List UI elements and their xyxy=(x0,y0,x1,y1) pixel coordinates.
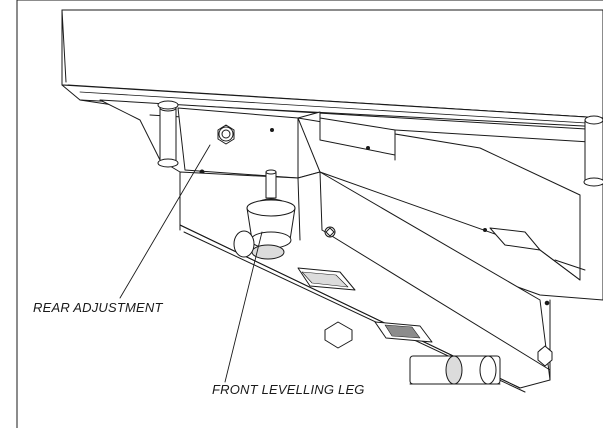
slide-rail xyxy=(297,117,586,306)
appliance-body xyxy=(61,9,603,128)
right-mounting-post xyxy=(583,115,603,187)
rear-adjustment-label: REAR ADJUSTMENT xyxy=(33,300,163,315)
rear-wheel xyxy=(409,355,501,385)
front-levelling-leg-label: FRONT LEVELLING LEG xyxy=(212,382,365,397)
leader-lines xyxy=(119,144,263,383)
frame-border xyxy=(16,0,603,428)
rear-adjustment-leader xyxy=(119,144,211,299)
front-levelling-leg xyxy=(233,169,296,260)
rear-mounting-post xyxy=(157,100,179,168)
front-levelling-leg-leader xyxy=(224,231,263,383)
